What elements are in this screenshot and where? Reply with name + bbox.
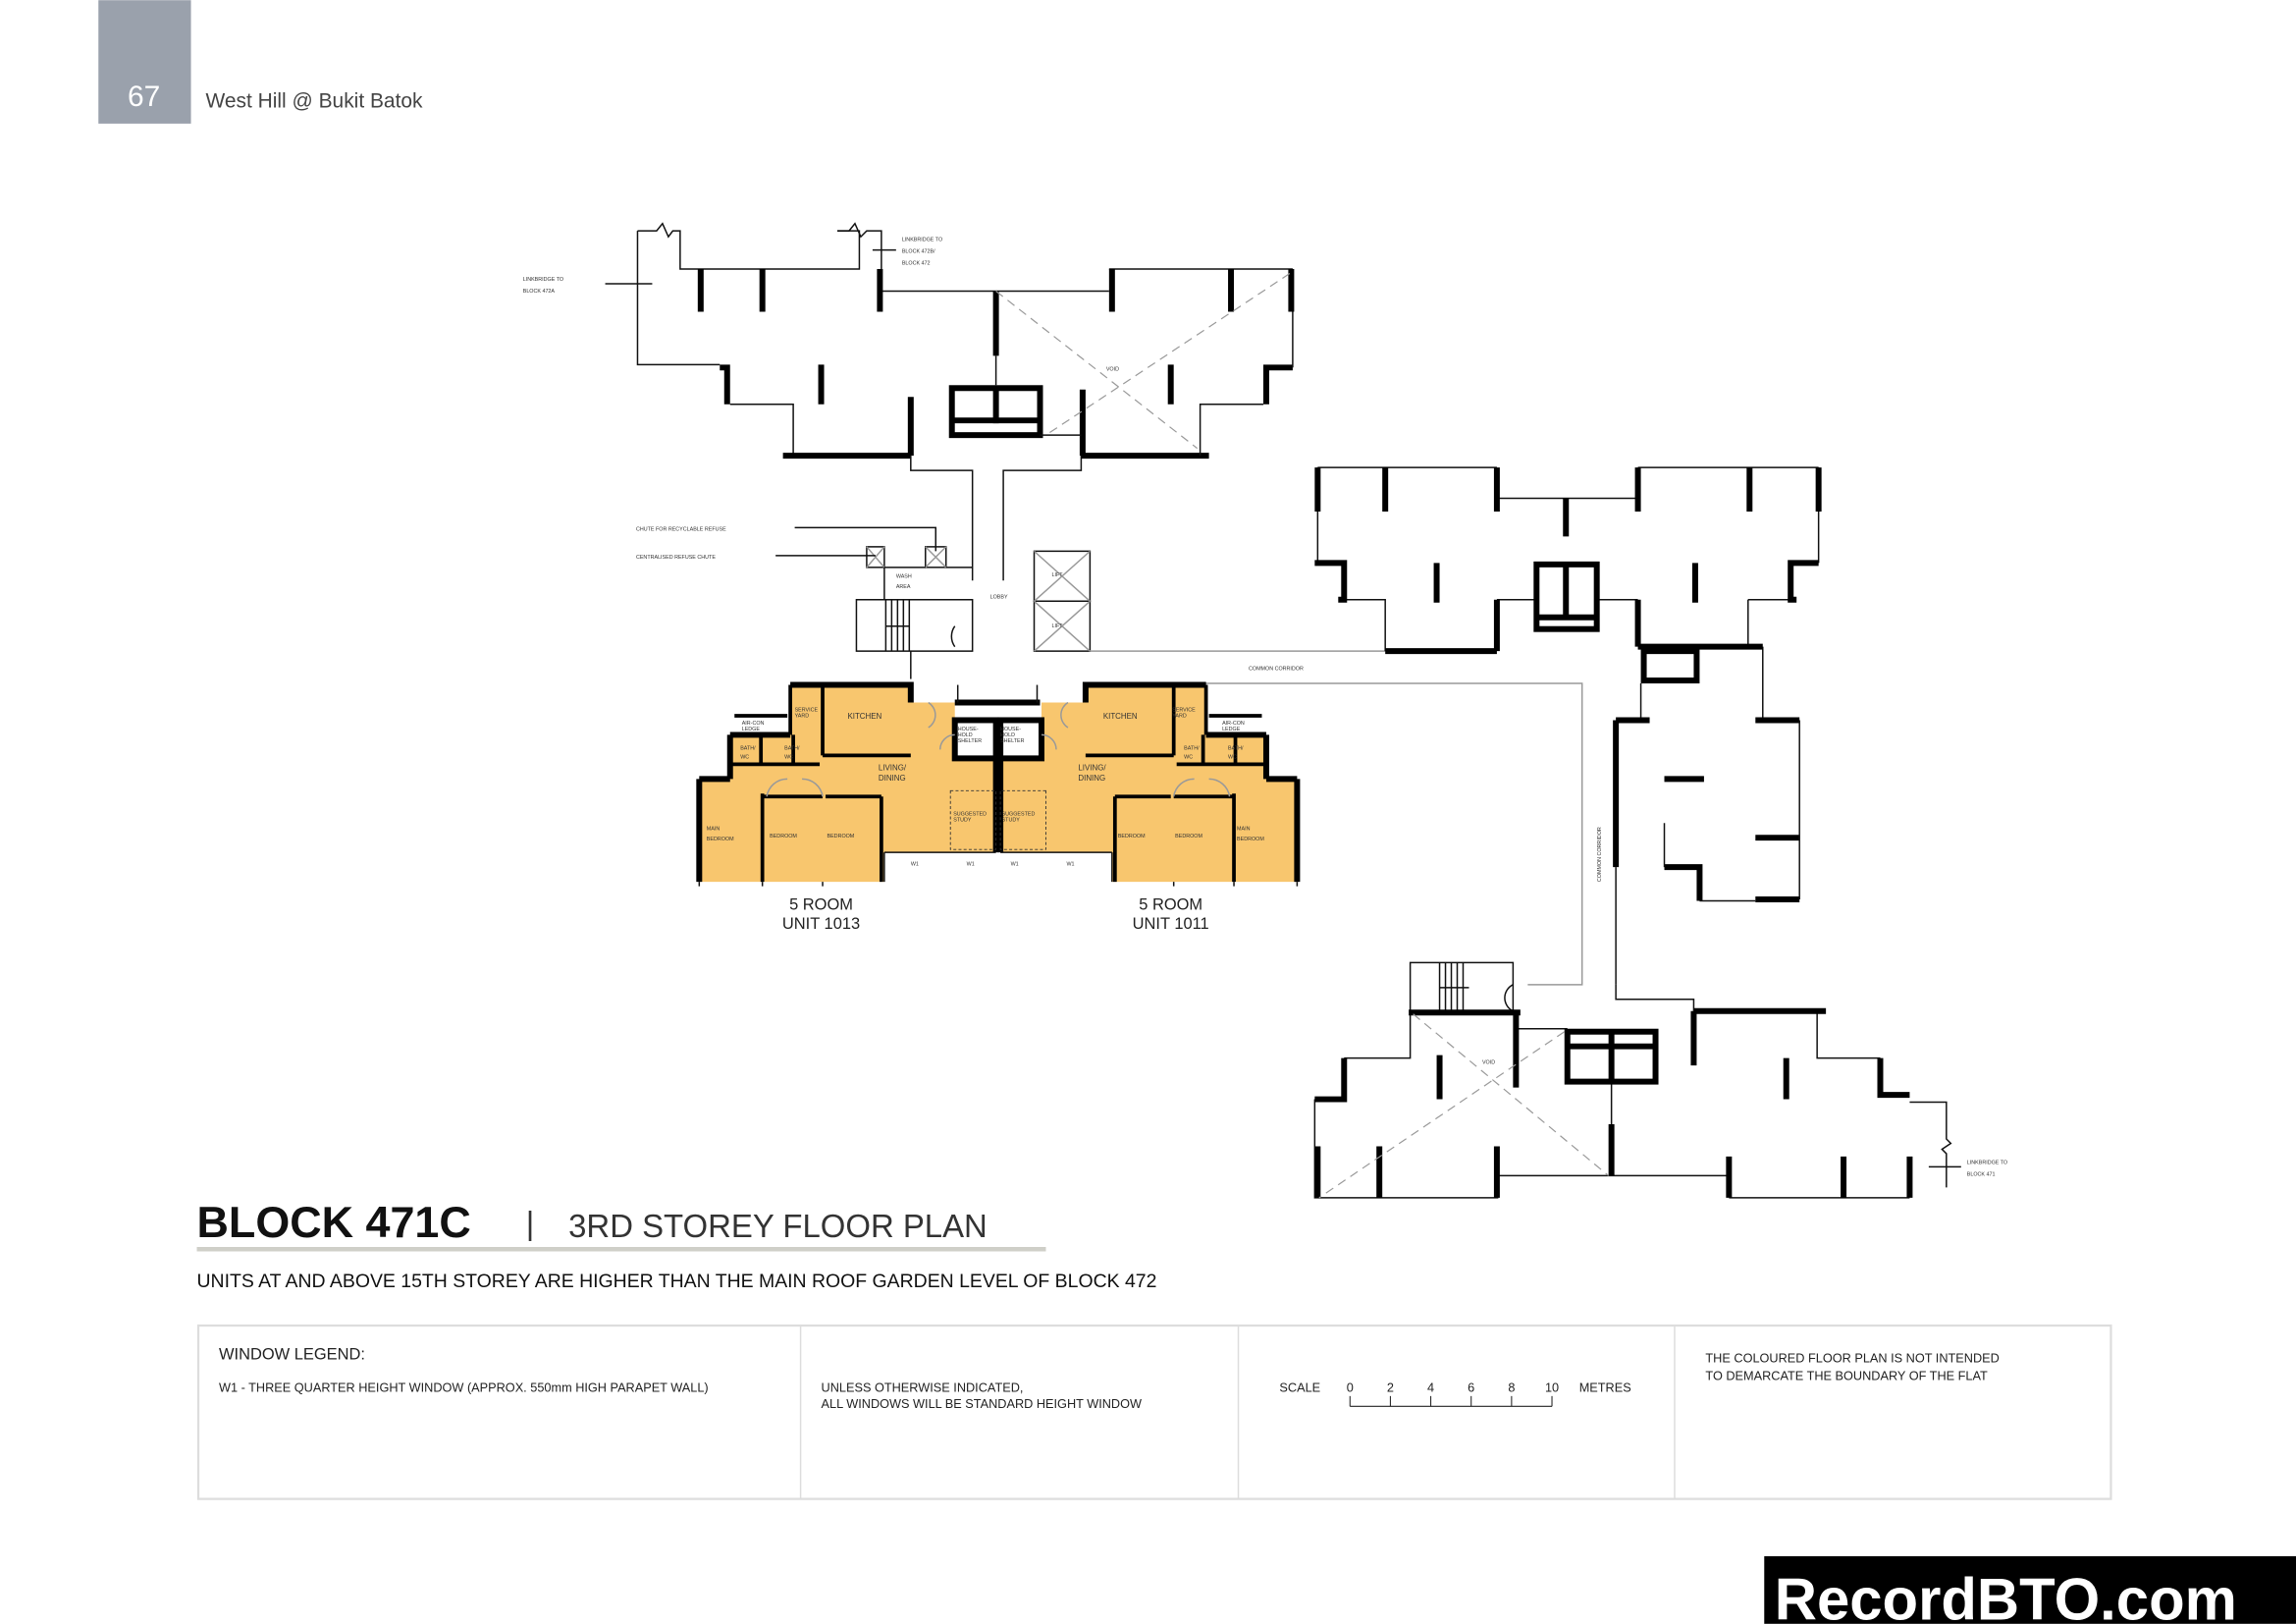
living-label: DINING — [1078, 774, 1105, 783]
living-label: LIVING/ — [1078, 763, 1106, 772]
living-label: DINING — [879, 774, 906, 783]
service-yard-label: YARD — [1172, 713, 1187, 719]
window-legend-heading: WINDOW LEGEND: — [219, 1345, 365, 1363]
linkbridge-471-label-1: LINKBRIDGE TO — [1967, 1160, 2007, 1165]
common-corridor-label-vertical: COMMON CORRIDOR — [1597, 827, 1603, 882]
void-label: VOID — [1106, 366, 1119, 372]
study-label: STUDY — [1002, 818, 1021, 824]
kitchen-label: KITCHEN — [1103, 712, 1138, 721]
shelter-label: HOUSE- — [1000, 727, 1021, 732]
bath-label: BATH/ — [740, 745, 756, 751]
scale-tick-label: 4 — [1427, 1380, 1434, 1394]
aircon-ledge-label: AIR-CON — [1222, 721, 1245, 727]
legend-box: WINDOW LEGEND: W1 - THREE QUARTER HEIGHT… — [196, 1324, 2112, 1500]
service-yard-label: SERVICE — [1172, 707, 1196, 713]
bath-label: WC — [1228, 754, 1237, 760]
aircon-ledge-label: LEDGE — [1222, 727, 1241, 732]
window-legend-w1: W1 - THREE QUARTER HEIGHT WINDOW (APPROX… — [219, 1380, 709, 1394]
service-yard-label: YARD — [795, 713, 810, 719]
bedroom-label: BEDROOM — [828, 834, 855, 839]
svg-text:RecordBTO.com: RecordBTO.com — [1775, 1566, 2237, 1624]
scale-tick-label: 10 — [1545, 1380, 1559, 1394]
shelter-label: HOLD — [958, 732, 973, 738]
window-w1-label: W1 — [1066, 862, 1074, 868]
unit-number-label: UNIT 1011 — [1133, 915, 1209, 933]
unit-1011-plan — [1000, 685, 1297, 887]
living-label: LIVING/ — [879, 763, 907, 772]
shelter-label: SHELTER — [1000, 738, 1025, 744]
bedroom-label: BEDROOM — [1175, 834, 1202, 839]
kitchen-label: KITCHEN — [847, 712, 881, 721]
lift-label: LIFT — [1051, 623, 1063, 629]
bath-label: WC — [784, 754, 793, 760]
project-name: West Hill @ Bukit Batok — [206, 89, 424, 112]
scale-label: SCALE — [1279, 1380, 1320, 1394]
standard-window-note-1: UNLESS OTHERWISE INDICATED, — [822, 1380, 1024, 1394]
recordbto-watermark: RecordBTO.com — [1764, 1555, 2296, 1624]
linkbridge-472a-label-1: LINKBRIDGE TO — [523, 277, 563, 283]
chute-recyclable-label: CHUTE FOR RECYCLABLE REFUSE — [636, 526, 726, 532]
linkbridge-471-label-2: BLOCK 471 — [1967, 1171, 1996, 1177]
standard-window-note-2: ALL WINDOWS WILL BE STANDARD HEIGHT WIND… — [822, 1396, 1142, 1411]
floor-plan-title: 3RD STOREY FLOOR PLAN — [568, 1208, 988, 1244]
service-yard-label: SERVICE — [795, 707, 819, 713]
main-bedroom-label: MAIN — [1237, 827, 1251, 833]
disclaimer-2: TO DEMARCATE THE BOUNDARY OF THE FLAT — [1705, 1368, 1988, 1382]
unit-number-label: UNIT 1013 — [782, 915, 860, 933]
scale-tick-label: 6 — [1468, 1380, 1474, 1394]
window-w1-label: W1 — [1011, 862, 1019, 868]
study-label: SUGGESTED — [1002, 812, 1036, 818]
study-label: STUDY — [953, 818, 972, 824]
common-corridor-label: COMMON CORRIDOR — [1249, 667, 1304, 673]
shelter-label: HOLD — [1000, 732, 1015, 738]
wash-area-label-1: WASH — [896, 573, 912, 579]
bedroom-label: BEDROOM — [1118, 834, 1146, 839]
wash-area-label-2: AREA — [896, 584, 911, 590]
linkbridge-472b-label-2: BLOCK 472B/ — [902, 249, 935, 255]
scale-tick-label: 8 — [1508, 1380, 1515, 1394]
block-title: BLOCK 471C — [197, 1197, 471, 1247]
scale-tick-label: 2 — [1387, 1380, 1394, 1394]
subtitle-note: UNITS AT AND ABOVE 15TH STOREY ARE HIGHE… — [197, 1271, 1157, 1292]
window-w1-label: W1 — [911, 862, 919, 868]
study-label: SUGGESTED — [953, 812, 987, 818]
bath-label: WC — [740, 754, 749, 760]
shelter-label: HOUSE- — [958, 727, 979, 732]
bath-label: WC — [1184, 754, 1193, 760]
unit-type-label: 5 ROOM — [789, 896, 853, 914]
bedroom-label: BEDROOM — [770, 834, 797, 839]
bath-label: BATH/ — [784, 745, 800, 751]
main-bedroom-label: BEDROOM — [707, 837, 734, 842]
lift-label: LIFT — [1051, 572, 1063, 578]
centralised-chute-label: CENTRALISED REFUSE CHUTE — [636, 555, 716, 561]
page-number-tab — [98, 0, 191, 124]
main-bedroom-label: MAIN — [707, 827, 721, 833]
room-labels: KITCHEN KITCHEN SERVICE YARD SERVICE YAR… — [707, 707, 1265, 867]
main-bedroom-label: BEDROOM — [1237, 837, 1264, 842]
linkbridge-472b-label-3: BLOCK 472 — [902, 261, 931, 267]
top-block: VOID LINKBRIDGE TO BLOCK 472A LINKBRIDGE… — [523, 222, 1295, 581]
page-number: 67 — [128, 81, 160, 113]
core: WASH AREA LOBBY CHUTE FOR RECYCLABLE REF… — [636, 526, 1603, 986]
linkbridge-472a-label-2: BLOCK 472A — [523, 289, 556, 295]
unit-type-label: 5 ROOM — [1139, 896, 1202, 914]
bottom-block: VOID LINKBRIDGE TO BLOCK 471 — [1313, 961, 2007, 1199]
bath-label: BATH/ — [1184, 745, 1200, 751]
scale-tick-label: 0 — [1347, 1380, 1354, 1394]
void-label: VOID — [1482, 1060, 1495, 1066]
window-w1-label: W1 — [967, 862, 975, 868]
shelter-label: SHELTER — [958, 738, 983, 744]
bath-label: BATH/ — [1228, 745, 1244, 751]
disclaimer-1: THE COLOURED FLOOR PLAN IS NOT INTENDED — [1705, 1350, 1999, 1365]
right-top-block — [1314, 466, 1822, 985]
scale-unit: METRES — [1579, 1380, 1631, 1394]
aircon-ledge-label: AIR-CON — [742, 721, 765, 727]
lobby-label: LOBBY — [990, 594, 1008, 600]
title-separator: | — [526, 1205, 535, 1241]
unit-1013-plan — [696, 681, 999, 887]
aircon-ledge-label: LEDGE — [742, 727, 761, 732]
scale-bar: 0 2 4 6 8 10 — [1347, 1380, 1559, 1407]
linkbridge-472b-label-1: LINKBRIDGE TO — [902, 238, 942, 244]
